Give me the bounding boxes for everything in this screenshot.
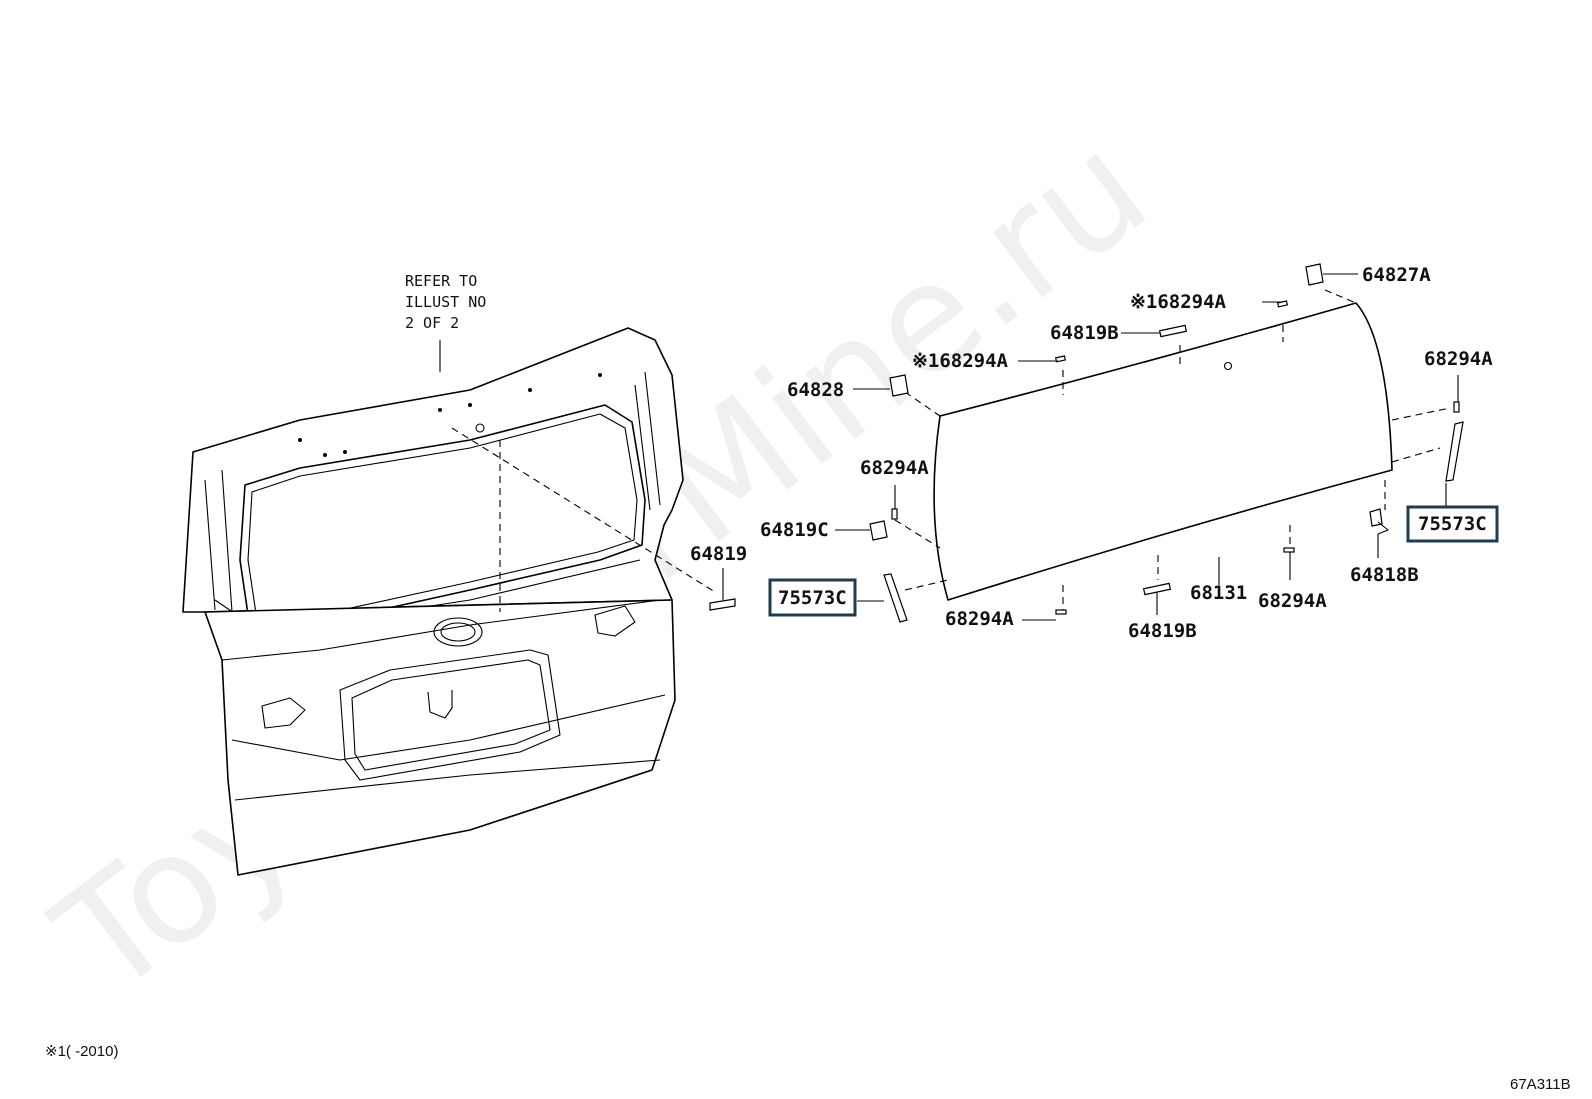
label-64819C[interactable]: 64819C xyxy=(760,519,829,541)
footnote: ※1( -2010) xyxy=(45,1043,118,1060)
label-68294A-bottomleft[interactable]: 68294A xyxy=(945,608,1014,630)
label-68131[interactable]: 68131 xyxy=(1190,582,1247,604)
label-68294A-top[interactable]: ※168294A xyxy=(1130,291,1227,313)
back-door-drawing xyxy=(182,327,684,876)
label-68294A-right[interactable]: 68294A xyxy=(1424,348,1493,370)
label-68294A-left[interactable]: 68294A xyxy=(860,457,929,479)
label-64827A[interactable]: 64827A xyxy=(1362,264,1431,286)
label-64819B-top[interactable]: 64819B xyxy=(1050,322,1119,344)
assembly-lines xyxy=(451,289,1451,612)
back-window-glass xyxy=(933,302,1393,601)
label-64819[interactable]: 64819 xyxy=(690,543,747,565)
refer-note-line-1: REFER TO xyxy=(405,272,477,290)
refer-note-line-2: ILLUST NO xyxy=(405,293,486,311)
label-75573C-left[interactable]: 75573C xyxy=(778,587,847,609)
label-64819B-bottom[interactable]: 64819B xyxy=(1128,620,1197,642)
label-75573C-right[interactable]: 75573C xyxy=(1418,513,1487,535)
small-parts xyxy=(709,263,1464,623)
highlight-75573C-right[interactable]: 75573C xyxy=(1406,505,1499,543)
label-64828[interactable]: 64828 xyxy=(787,379,844,401)
label-64818B[interactable]: 64818B xyxy=(1350,564,1419,586)
illustration-code: 67A311B xyxy=(1510,1076,1571,1093)
label-68294A-topleft[interactable]: ※168294A xyxy=(912,350,1009,372)
leader-lines xyxy=(722,273,1459,621)
refer-note-line-3: 2 OF 2 xyxy=(405,314,459,332)
highlight-75573C-left[interactable]: 75573C xyxy=(768,578,857,617)
label-68294A-bottom[interactable]: 68294A xyxy=(1258,590,1327,612)
